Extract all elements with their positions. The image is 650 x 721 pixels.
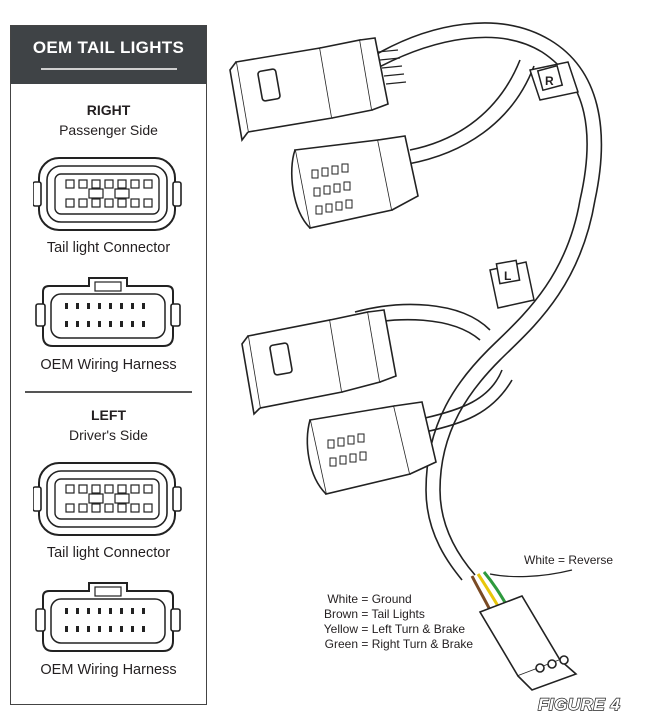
left-subheading: Driver's Side bbox=[69, 427, 148, 443]
wire-color-legend: White = Ground Brown = Tail Lights Yello… bbox=[296, 592, 473, 652]
legend-row: White = Ground bbox=[296, 592, 473, 607]
upper-male-connector-icon bbox=[229, 37, 407, 142]
right-heading: RIGHT bbox=[86, 102, 131, 118]
legend-row: Green = Right Turn & Brake bbox=[296, 637, 473, 652]
right-oem-wiring-harness-label: OEM Wiring Harness bbox=[40, 357, 177, 373]
title-underline bbox=[41, 68, 177, 70]
right-tag-letter: R bbox=[545, 74, 554, 88]
lower-male-connector-icon bbox=[241, 309, 397, 416]
left-heading: LEFT bbox=[91, 407, 126, 423]
legend-row: Brown = Tail Lights bbox=[296, 607, 473, 622]
legend-function: Ground bbox=[371, 592, 412, 606]
panel-header: OEM TAIL LIGHTS bbox=[11, 26, 206, 84]
legend-function: Tail Lights bbox=[371, 607, 425, 621]
wiring-harness-illustration bbox=[229, 22, 603, 691]
lower-female-connector-icon bbox=[306, 401, 437, 495]
right-tag-sleeve bbox=[529, 61, 579, 101]
legend-function: Left Turn & Brake bbox=[371, 622, 466, 636]
trailer-wires bbox=[464, 569, 573, 613]
legend-color: Yellow bbox=[323, 622, 358, 636]
right-tail-light-connector-icon bbox=[33, 157, 182, 231]
legend-row: Yellow = Left Turn & Brake bbox=[296, 622, 473, 637]
panel-title: OEM TAIL LIGHTS bbox=[32, 38, 185, 57]
legend-color: Brown bbox=[323, 607, 358, 621]
four-pin-trailer-plug-icon bbox=[478, 595, 578, 691]
left-tag-sleeve bbox=[489, 259, 535, 309]
legend-color: Green bbox=[324, 637, 358, 651]
oem-tail-lights-panel: OEM TAIL LIGHTS RIGHT Passenger Side Tai… bbox=[10, 25, 207, 705]
reverse-wire-label: White = Reverse bbox=[524, 553, 614, 567]
left-tail-light-connector-icon bbox=[33, 462, 182, 536]
left-tail-light-connector-label: Tail light Connector bbox=[46, 545, 171, 561]
left-oem-wiring-harness-icon bbox=[35, 582, 181, 652]
legend-function: Right Turn & Brake bbox=[371, 637, 474, 651]
upper-female-connector-icon bbox=[290, 135, 419, 229]
legend-color: White bbox=[327, 592, 358, 606]
figure-label: FIGURE 4 bbox=[537, 694, 621, 714]
left-tag-letter: L bbox=[504, 269, 512, 283]
side-divider bbox=[25, 391, 192, 393]
left-oem-wiring-harness-label: OEM Wiring Harness bbox=[40, 662, 177, 678]
right-oem-wiring-harness-icon bbox=[35, 277, 181, 347]
right-subheading: Passenger Side bbox=[59, 122, 158, 138]
right-tail-light-connector-label: Tail light Connector bbox=[46, 240, 171, 256]
